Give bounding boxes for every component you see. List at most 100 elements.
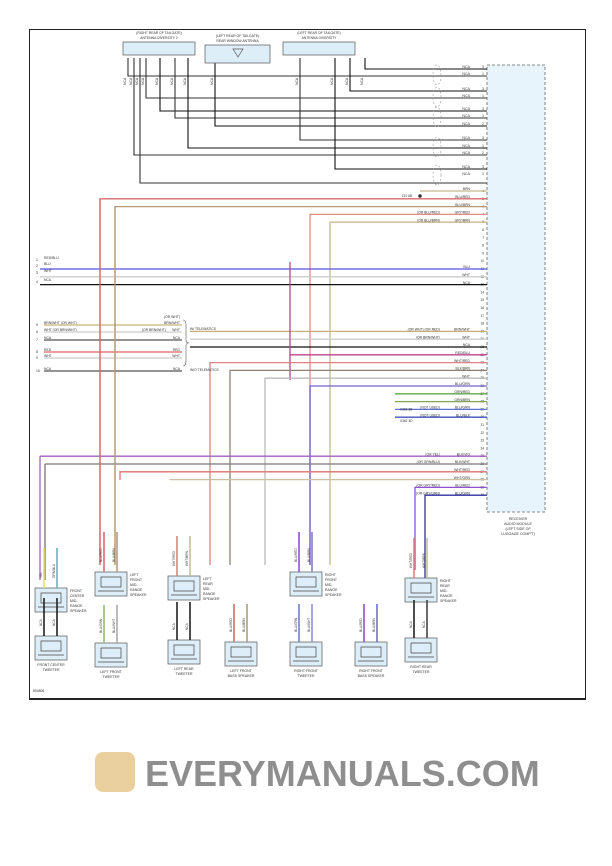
speaker-body bbox=[94, 642, 128, 668]
speaker-body bbox=[34, 635, 68, 661]
speaker-rf-bass bbox=[354, 641, 388, 667]
speaker-name: TWEETER bbox=[175, 672, 193, 676]
antenna-pin-number: 3 bbox=[482, 87, 484, 91]
speaker-wire-label: BLU/BRN bbox=[307, 547, 311, 562]
antenna-pin-number: 3 bbox=[482, 65, 484, 69]
receiver-pin-number: 10 bbox=[480, 259, 484, 263]
speaker-lr-mid bbox=[167, 575, 201, 601]
speaker-name: RANGE bbox=[440, 594, 453, 598]
speaker-icon bbox=[358, 646, 384, 662]
receiver-pin-wire-color: BRN bbox=[463, 187, 471, 191]
speaker-name: LEFT bbox=[130, 573, 139, 577]
speaker-name: LEFT bbox=[203, 577, 212, 581]
wo-telematics-label: W/O TELEMATICS bbox=[190, 368, 219, 372]
receiver-label: RECEIVER bbox=[509, 517, 528, 521]
speaker-icon bbox=[38, 640, 64, 656]
receiver-pin-number: 9 bbox=[482, 251, 484, 255]
receiver-pin-wire-color: BLU/RED bbox=[455, 195, 470, 199]
receiver-pin-number: 14 bbox=[480, 290, 484, 294]
receiver-pin-wire-color: NCA bbox=[463, 343, 471, 347]
speaker-name: MID- bbox=[440, 589, 448, 593]
receiver-pin-wire-color: BLK/VIO bbox=[457, 452, 471, 456]
speaker-name: RIGHT bbox=[325, 573, 337, 577]
speaker-body bbox=[94, 571, 128, 597]
connector-wire-label-right: RED bbox=[173, 348, 181, 352]
antenna-ant-div2 bbox=[122, 41, 196, 56]
splice-label: Z10 6B bbox=[402, 194, 412, 198]
speaker-name: BASS SPEAKER bbox=[228, 674, 255, 678]
speaker-wire-label: BLU/BRN bbox=[242, 617, 246, 632]
antenna-pin-number: 1 bbox=[482, 72, 484, 76]
speaker-icon bbox=[293, 576, 319, 592]
receiver-pin-note: (OR GRY/GRN) bbox=[416, 491, 440, 495]
receiver-pin-note: (NOT USED) bbox=[420, 413, 440, 417]
speaker-rf-tw bbox=[289, 641, 323, 667]
antenna-name: ANTENNA DIVERSITY 2 bbox=[140, 36, 178, 40]
speaker-name: SPEAKER bbox=[440, 599, 457, 603]
receiver-pin-number: 18 bbox=[480, 322, 484, 326]
speaker-icon bbox=[38, 592, 64, 608]
receiver-pin-wire-color: WHT/RED bbox=[454, 359, 470, 363]
speaker-fc-tw bbox=[34, 635, 68, 661]
speaker-name: FRONT bbox=[70, 589, 83, 593]
speaker-name: FRONT CENTER bbox=[37, 663, 65, 667]
connector-wire-label-right: WHT bbox=[172, 354, 180, 358]
speaker-name: TWEETER bbox=[42, 668, 60, 672]
speaker-name: LEFT FRONT bbox=[230, 669, 252, 673]
speaker-name: TWEETER bbox=[297, 674, 315, 678]
antenna-pin-number: 3 bbox=[482, 136, 484, 140]
antenna-pin-wire-label: NCA bbox=[462, 72, 470, 76]
speaker-name: RIGHT FRONT bbox=[359, 669, 384, 673]
receiver-wire-pin-2 bbox=[99, 198, 487, 565]
speaker-icon bbox=[98, 647, 124, 663]
or-wht-label: (OR WHT) bbox=[164, 315, 180, 319]
connector-wire-label: NCA bbox=[44, 336, 52, 340]
speaker-body bbox=[404, 577, 438, 603]
antenna-coax-wire bbox=[159, 58, 487, 112]
receiver-pin-wire-color: GRY/BRN bbox=[455, 218, 471, 222]
speaker-name: RIGHT FRONT bbox=[294, 669, 319, 673]
antenna-name: REAR WINDOW ANTENNA bbox=[216, 39, 259, 43]
receiver-pin-wire-color: WHT/GRN bbox=[454, 476, 471, 480]
connector-pin-number: 6 bbox=[36, 330, 38, 334]
connector-wire-label: NCA bbox=[44, 367, 52, 371]
antenna-wire-label: NCA bbox=[129, 77, 133, 85]
receiver-wire-pin-39 bbox=[414, 486, 487, 570]
speaker-wire-label: NCA bbox=[422, 620, 426, 628]
coax-shield bbox=[432, 164, 442, 186]
antenna-coax-wire bbox=[145, 58, 487, 99]
speaker-name: RIGHT REAR bbox=[410, 665, 432, 669]
coax-shield bbox=[432, 64, 442, 86]
antenna-coax-wire bbox=[364, 58, 487, 70]
speaker-name: CENTER bbox=[70, 594, 85, 598]
antenna-coax-wire bbox=[214, 58, 487, 127]
coax-shield bbox=[432, 86, 442, 108]
receiver-wire-pin-5 bbox=[329, 221, 487, 565]
speaker-body bbox=[167, 575, 201, 601]
antenna-wire-label: NCA bbox=[141, 77, 145, 85]
receiver-wire-pin-24 bbox=[229, 369, 487, 565]
speaker-lf-mid bbox=[94, 571, 128, 597]
connector-wire-label: WHT (OR BRN/WHT) bbox=[44, 328, 77, 332]
antenna-pin-wire-label: NCA bbox=[462, 87, 470, 91]
speaker-wire-label: YEL bbox=[39, 572, 43, 578]
speaker-wire-label: BLU/WHT bbox=[112, 619, 116, 633]
antenna-wire-label: NCA bbox=[360, 77, 364, 85]
antenna-coax-wire bbox=[334, 58, 487, 170]
antenna-ant-rear bbox=[204, 44, 271, 64]
speaker-body bbox=[167, 639, 201, 665]
connector-pin-number: 3 bbox=[36, 271, 38, 275]
speaker-name: RANGE bbox=[325, 588, 338, 592]
antenna-wire-label: NCA bbox=[170, 77, 174, 85]
speaker-body bbox=[404, 637, 438, 663]
receiver-label: (LEFT SIDE OF bbox=[505, 527, 531, 531]
receiver-pin-wire-color: GRN/BRN bbox=[454, 398, 470, 402]
connector-wire-label: BLU bbox=[44, 262, 51, 266]
connector-pin-number: 2 bbox=[36, 264, 38, 268]
coax-shield bbox=[432, 136, 442, 158]
receiver-wire-pin-25 bbox=[264, 377, 487, 565]
splice-dot bbox=[418, 194, 422, 198]
antenna-pin-wire-label: NCA bbox=[462, 144, 470, 148]
receiver-pin-note: (OR BLU/RED) bbox=[417, 211, 440, 215]
